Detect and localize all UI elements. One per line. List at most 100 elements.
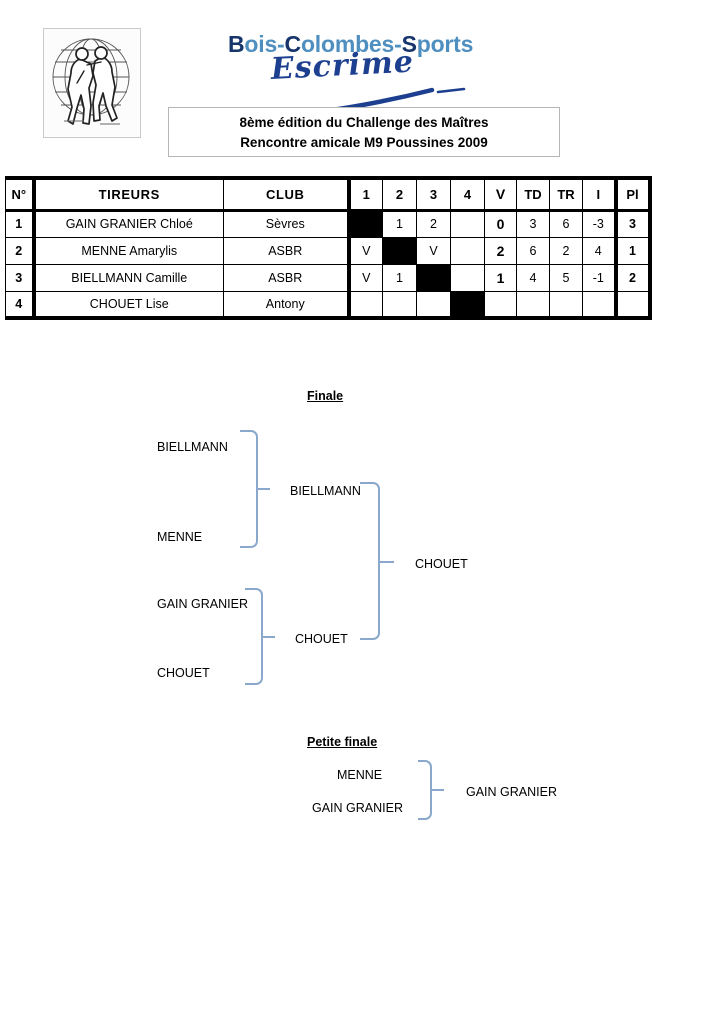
event-title-box: 8ème édition du Challenge des Maîtres Re…: [168, 107, 560, 157]
column-header-place: Pl: [613, 176, 652, 212]
cell-fencer-name: GAIN GRANIER Chloé: [31, 209, 224, 238]
cell-touches-received: [549, 290, 583, 320]
cell-match-4: [450, 263, 485, 292]
cell-touches-received: 5: [549, 263, 583, 292]
cell-match-1: [346, 290, 383, 320]
column-header-opponent-4: 4: [450, 176, 485, 212]
cell-number: 2: [5, 236, 34, 265]
petite-finale-winner: GAIN GRANIER: [466, 785, 557, 799]
cell-victories: 0: [484, 209, 517, 238]
wordmark-segment: C: [284, 31, 302, 57]
cell-match-1: V: [346, 236, 383, 265]
cell-victories: [484, 290, 517, 320]
cell-fencer-name: BIELLMANN Camille: [31, 263, 224, 292]
cell-place: 1: [613, 236, 652, 265]
cell-victories: 2: [484, 236, 517, 265]
wordmark-segment: olombes-: [300, 31, 402, 57]
cell-place: [613, 290, 652, 320]
wordmark-segment: ois-: [244, 31, 285, 57]
column-header-fencers: TIREURS: [31, 176, 224, 212]
cell-victories: 1: [484, 263, 517, 292]
column-header-victories: V: [484, 176, 517, 212]
wordmark-segment: B: [228, 31, 245, 57]
cell-number: 3: [5, 263, 34, 292]
cell-place: 2: [613, 263, 652, 292]
finale-sf1-top: BIELLMANN: [157, 440, 228, 454]
cell-touches-received: 6: [549, 209, 583, 238]
connector-tick-semifinal-2: [263, 636, 275, 638]
petite-finale-top: MENNE: [337, 768, 383, 782]
cell-fencer-name: CHOUET Lise: [31, 290, 224, 320]
cell-match-3: [416, 263, 451, 292]
document-header: Bois-Colombes-Sports Escrime 8ème éditio…: [0, 0, 724, 165]
petite-finale-heading: Petite finale: [307, 735, 378, 749]
finale-sf1-bottom: MENNE: [157, 530, 203, 544]
event-title-line-2: Rencontre amicale M9 Poussines 2009: [240, 135, 488, 150]
finale-sf2-top: GAIN GRANIER: [157, 597, 248, 611]
escrime-script-text: Escrime: [270, 44, 415, 87]
cell-touches-given: 3: [516, 209, 550, 238]
finale-sf1-winner: BIELLMANN: [290, 484, 361, 498]
cell-club: Antony: [223, 290, 349, 320]
club-wordmark: Bois-Colombes-Sports: [228, 31, 473, 58]
cell-club: Sèvres: [223, 209, 349, 238]
finale-sf2-winner: CHOUET: [295, 632, 348, 646]
cell-number: 4: [5, 290, 34, 320]
cell-club: ASBR: [223, 236, 349, 265]
cell-match-3: [416, 290, 451, 320]
column-header-index: I: [582, 176, 616, 212]
wordmark-segment: S: [401, 31, 417, 57]
column-header-club: CLUB: [223, 176, 349, 212]
cell-touches-given: [516, 290, 550, 320]
connector-semifinal-1: [240, 430, 258, 548]
column-header-number: N°: [5, 176, 34, 212]
cell-index: -1: [582, 263, 616, 292]
connector-tick-petite-finale: [432, 789, 444, 791]
cell-touches-received: 2: [549, 236, 583, 265]
escrime-script-mark: Escrime: [232, 45, 482, 120]
column-header-opponent-2: 2: [382, 176, 417, 212]
column-header-opponent-3: 3: [416, 176, 451, 212]
connector-petite-finale: [418, 760, 432, 820]
connector-tick-semifinal-1: [258, 488, 270, 490]
wordmark-segment: ports: [416, 31, 474, 57]
cell-match-2: [382, 290, 417, 320]
column-header-touches-given: TD: [516, 176, 550, 212]
cell-index: -3: [582, 209, 616, 238]
cell-match-1: V: [346, 263, 383, 292]
cell-match-3: 2: [416, 209, 451, 238]
knockout-brackets: Finale BIELLMANN MENNE BIELLMANN GAIN GR…: [0, 330, 724, 850]
poule-header-row: N° TIREURS CLUB 1 2 3 4 V TD TR I Pl: [5, 176, 652, 212]
fencers-globe-logo: [43, 28, 141, 138]
cell-match-2: [382, 236, 417, 265]
finale-winner: CHOUET: [415, 557, 468, 571]
finale-heading: Finale: [307, 389, 344, 403]
cell-fencer-name: MENNE Amarylis: [31, 236, 224, 265]
petite-finale-bottom: GAIN GRANIER: [312, 801, 403, 815]
finale-sf2-bottom: CHOUET: [157, 666, 210, 680]
cell-number: 1: [5, 209, 34, 238]
cell-club: ASBR: [223, 263, 349, 292]
cell-match-4: [450, 236, 485, 265]
column-header-touches-received: TR: [549, 176, 583, 212]
cell-place: 3: [613, 209, 652, 238]
cell-match-1: [346, 209, 383, 238]
cell-index: 4: [582, 236, 616, 265]
cell-touches-given: 4: [516, 263, 550, 292]
cell-match-3: V: [416, 236, 451, 265]
column-header-opponent-1: 1: [346, 176, 383, 212]
cell-match-4: [450, 290, 485, 320]
cell-index: [582, 290, 616, 320]
cell-match-2: 1: [382, 209, 417, 238]
connector-semifinal-2: [245, 588, 263, 685]
event-title-line-1: 8ème édition du Challenge des Maîtres: [239, 115, 489, 130]
cell-touches-given: 6: [516, 236, 550, 265]
connector-tick-final: [380, 561, 394, 563]
connector-final: [360, 482, 380, 640]
